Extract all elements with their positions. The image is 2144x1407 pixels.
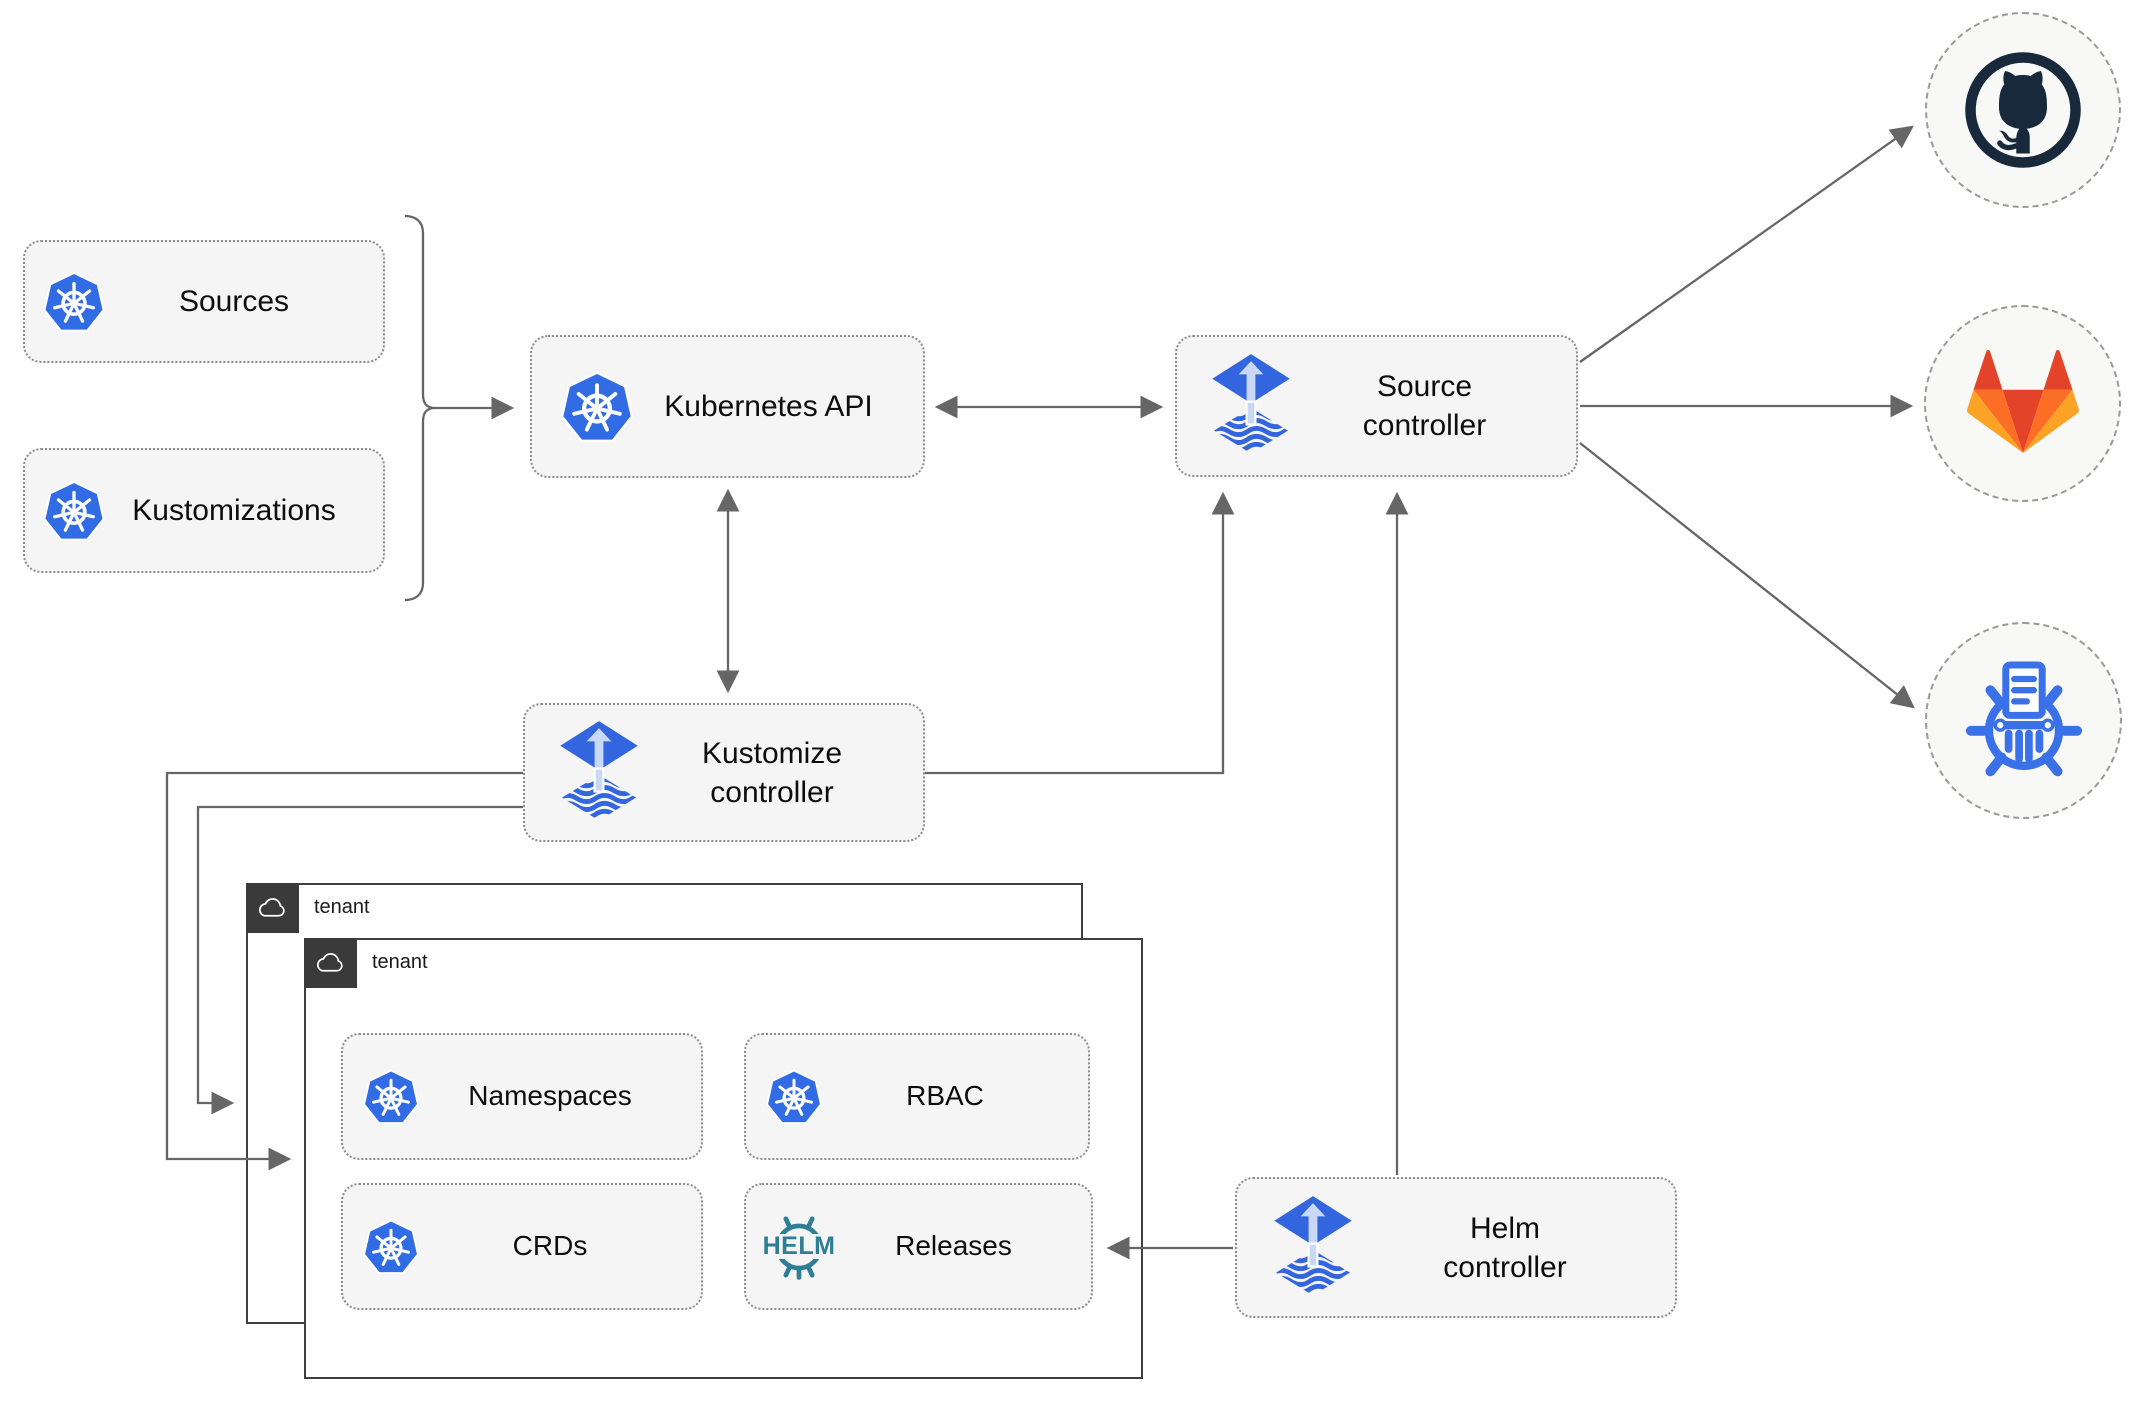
cloud-icon (259, 897, 285, 917)
kubernetes-icon (361, 1217, 421, 1277)
github-target (1925, 12, 2121, 208)
kubernetes-icon (764, 1067, 824, 1127)
releases-label: Releases (895, 1230, 1012, 1262)
arrow-source-to-chart-repository (1579, 442, 1915, 709)
sources-node: Sources (23, 240, 385, 363)
kubernetes-icon (41, 478, 107, 544)
tenant-label: tenant (314, 896, 370, 918)
rbac-label: RBAC (906, 1080, 984, 1112)
kubernetes-icon (558, 368, 636, 446)
tenant-tab (303, 937, 357, 988)
kustomizations-node: Kustomizations (23, 448, 385, 573)
github-octocat-icon (1965, 52, 2081, 168)
cloud-icon (317, 952, 343, 972)
kubernetes-icon (41, 269, 107, 335)
gitlab-tanuki-icon (1966, 349, 2079, 453)
kubernetes-api-label: Kubernetes API (664, 390, 873, 423)
crds-node: CRDs (341, 1183, 703, 1310)
releases-node: HELM Releases (744, 1183, 1093, 1310)
sources-label: Sources (178, 285, 290, 318)
rbac-node: RBAC (744, 1033, 1090, 1160)
kustomize-controller-label: Kustomize controller (701, 736, 843, 809)
kustomizations-label: Kustomizations (132, 494, 336, 527)
chart-repository-target (1925, 622, 2122, 819)
source-controller-node: Source controller (1175, 335, 1578, 477)
namespaces-node: Namespaces (341, 1033, 703, 1160)
helm-controller-label: Helm controller (1443, 1211, 1567, 1284)
chart-repository-icon (1965, 661, 2082, 776)
crds-label: CRDs (512, 1230, 588, 1262)
helm-controller-node: Helm controller (1235, 1177, 1677, 1318)
tenant-tab (245, 882, 299, 933)
source-controller-label: Source controller (1362, 370, 1487, 442)
kustomize-controller-node: Kustomize controller (523, 703, 925, 842)
brace-sources-group (404, 214, 434, 602)
arrow-source-to-github (1579, 125, 1914, 363)
flux-icon (555, 718, 643, 828)
gitlab-target (1924, 305, 2121, 502)
tenant-label: tenant (372, 951, 428, 973)
flux-icon (1207, 351, 1295, 461)
helm-wordmark: HELM (761, 1231, 837, 1260)
helm-icon: HELM (760, 1208, 838, 1286)
kubernetes-api-node: Kubernetes API (530, 335, 925, 478)
namespaces-label: Namespaces (468, 1080, 632, 1112)
kubernetes-icon (361, 1067, 421, 1127)
arrow-kustomize-to-source (925, 491, 1235, 775)
flux-icon (1269, 1193, 1357, 1303)
